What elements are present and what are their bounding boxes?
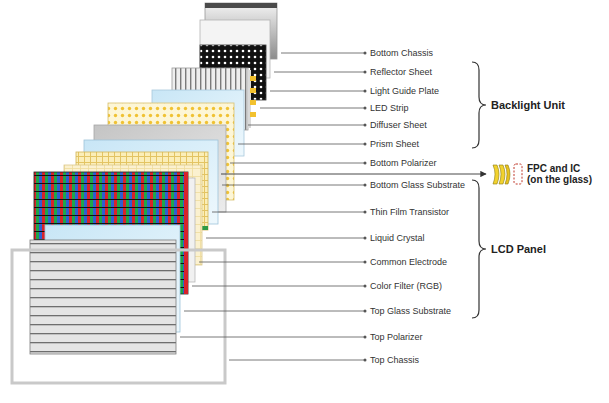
leader-line — [184, 311, 364, 312]
part-label: Color Filter (RGB) — [370, 280, 442, 292]
part-label: Common Electrode — [370, 256, 447, 268]
pointer-arrow — [221, 174, 486, 175]
leader-line — [180, 337, 364, 338]
led-chip — [250, 76, 256, 81]
leader-dot — [364, 143, 367, 146]
leader-dot — [364, 211, 367, 214]
leader-dot — [364, 107, 367, 110]
chassis-rim — [205, 3, 277, 8]
part-label: Diffuser Sheet — [370, 119, 427, 131]
part-label: LED Strip — [370, 102, 409, 114]
led-chip — [250, 100, 256, 105]
leader-line — [206, 238, 364, 239]
top-polarizer-layer — [30, 240, 176, 354]
fpc-strip — [493, 165, 499, 184]
part-label: Liquid Crystal — [370, 232, 425, 244]
leader-lines — [180, 53, 364, 360]
leader-dot — [364, 359, 367, 362]
leader-dots — [364, 52, 367, 362]
group-bracket — [472, 62, 486, 148]
callout-label: FPC and IC (on the glass) — [527, 163, 595, 185]
leader-line — [199, 262, 364, 263]
leader-line — [281, 53, 364, 54]
leader-line — [260, 108, 364, 109]
leader-dot — [364, 52, 367, 55]
ic-chip — [514, 164, 522, 184]
group-label: LCD Panel — [491, 243, 546, 255]
part-label: Prism Sheet — [370, 138, 419, 150]
top-chassis-frame — [12, 250, 225, 383]
leader-line — [230, 163, 364, 164]
group-bracket — [472, 180, 486, 318]
leader-dot — [364, 124, 367, 127]
leader-dot — [364, 336, 367, 339]
part-label: Top Glass Substrate — [370, 305, 451, 317]
led-chip — [250, 112, 256, 117]
fpc-strip — [499, 165, 505, 184]
leader-line — [270, 91, 364, 92]
leader-line — [212, 212, 364, 213]
leader-line — [248, 125, 364, 126]
led-chip — [250, 88, 256, 93]
leader-line — [238, 144, 364, 145]
leader-dot — [364, 90, 367, 93]
leader-line — [274, 72, 364, 73]
part-label: Bottom Glass Substrate — [370, 179, 465, 191]
group-label: Backlight Unit — [491, 99, 565, 111]
leader-line — [222, 185, 364, 186]
part-label: Top Chassis — [370, 354, 419, 366]
leader-dot — [364, 310, 367, 313]
leader-line — [229, 360, 364, 361]
leader-dot — [364, 237, 367, 240]
fpc-strip — [505, 165, 510, 184]
leader-dot — [364, 184, 367, 187]
leader-dot — [364, 71, 367, 74]
part-label: Bottom Chassis — [370, 47, 433, 59]
fpc-icon — [493, 164, 522, 184]
leader-dot — [364, 162, 367, 165]
leader-line — [192, 286, 364, 287]
part-label: Thin Film Transistor — [370, 206, 449, 218]
leader-dot — [364, 285, 367, 288]
color-filter-edge — [184, 172, 188, 294]
part-label: Top Polarizer — [370, 331, 423, 343]
part-label: Light Guide Plate — [370, 85, 439, 97]
part-label: Bottom Polarizer — [370, 157, 437, 169]
part-label: Reflector Sheet — [370, 66, 432, 78]
leader-dot — [364, 261, 367, 264]
